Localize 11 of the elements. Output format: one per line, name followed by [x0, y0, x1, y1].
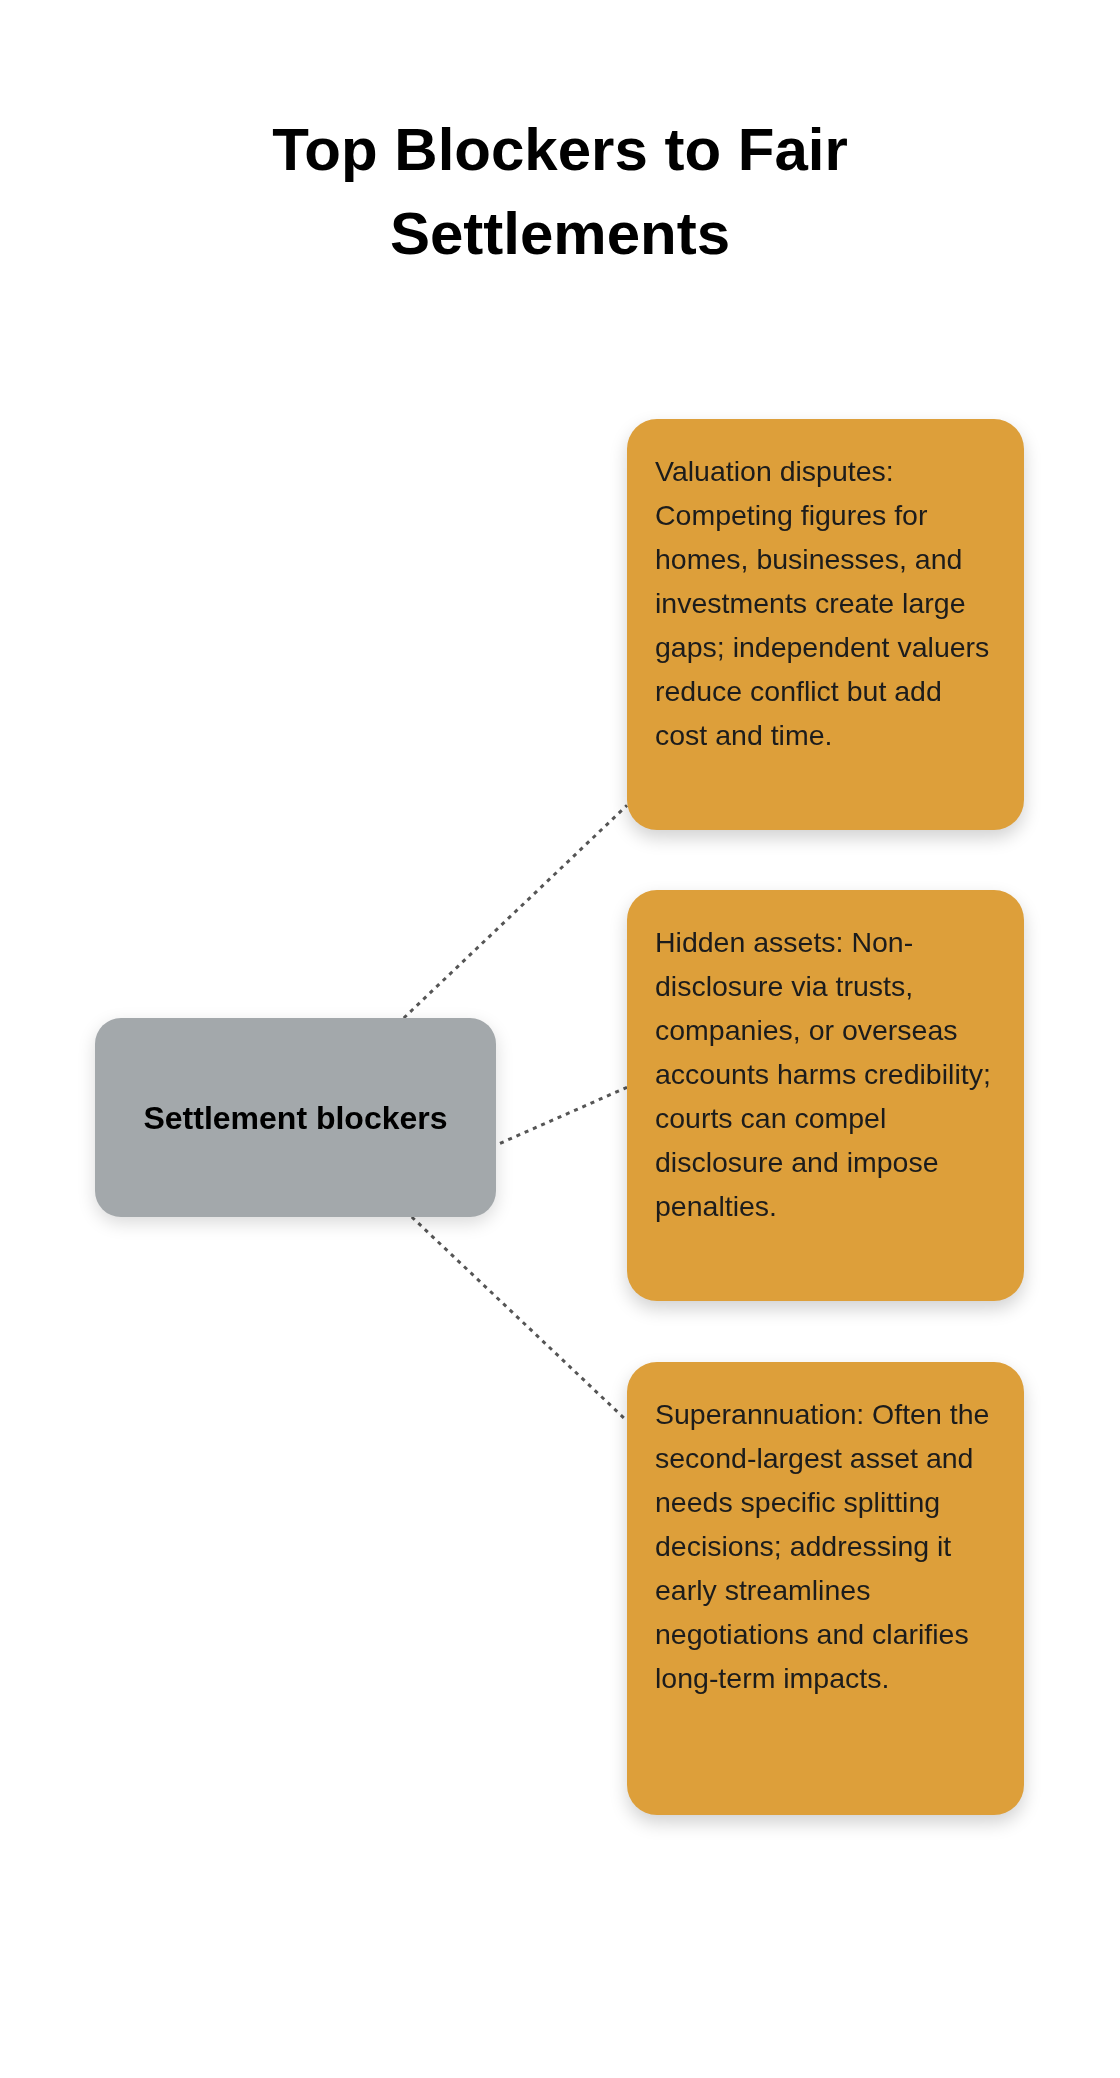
dotted-connector [402, 804, 629, 1020]
topic-label: Settlement blockers [143, 1098, 448, 1138]
blocker-card [627, 419, 1024, 830]
blocker-text: Superannuation: Often the second-largest asset and needs specific splitting decisions; addressing it early streamlines negotiations and clarifies long-term impacts. [655, 1397, 991, 1696]
topic-box [95, 1018, 496, 1217]
blocker-text: Hidden assets: Non-disclosure via trusts, companies, or overseas accounts harms credibility; courts can compel disclosure and impose penalties. [655, 925, 992, 1224]
blocker-text: Valuation disputes: Competing figures for homes, businesses, and investments create large gaps; independent valuers reduce conflict but add cost and time. [655, 454, 991, 753]
title: Top Blockers to Fair Settlements [271, 115, 849, 269]
dotted-connector [499, 1085, 628, 1145]
blocker-card [627, 890, 1024, 1301]
blocker-card [627, 1362, 1024, 1815]
